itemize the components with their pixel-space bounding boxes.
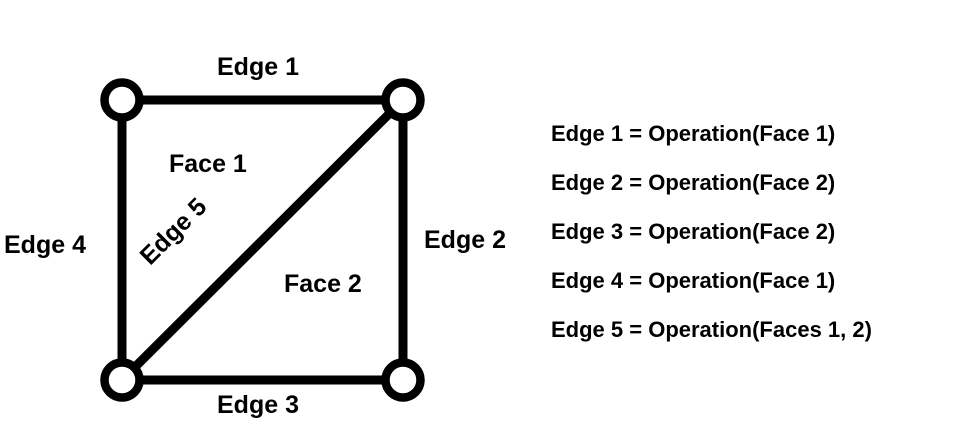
vertex-nodes (100, 78, 425, 402)
vertex-bottom-left (100, 358, 144, 402)
vertex-bottom-right (381, 358, 425, 402)
equation-row: Edge 2 = Operation(Face 2) (551, 170, 836, 195)
face-1-label: Face 1 (169, 150, 247, 178)
equation-row: Edge 4 = Operation(Face 1) (551, 268, 836, 293)
vertex-top-right (381, 78, 425, 122)
equation-row: Edge 1 = Operation(Face 1) (551, 121, 836, 146)
edge-1-label: Edge 1 (217, 53, 299, 81)
edge-2-label: Edge 2 (424, 226, 506, 254)
edge-5-line (118, 96, 407, 384)
face-2-label: Face 2 (284, 270, 362, 298)
equation-list: Edge 1 = Operation(Face 1) Edge 2 = Oper… (551, 123, 971, 368)
edge-lines (117, 95, 408, 385)
edge-4-label: Edge 4 (4, 231, 86, 259)
equation-row: Edge 3 = Operation(Face 2) (551, 219, 836, 244)
edge-3-label: Edge 3 (217, 391, 299, 419)
vertex-top-left (100, 78, 144, 122)
equation-row: Edge 5 = Operation(Faces 1, 2) (551, 317, 872, 342)
